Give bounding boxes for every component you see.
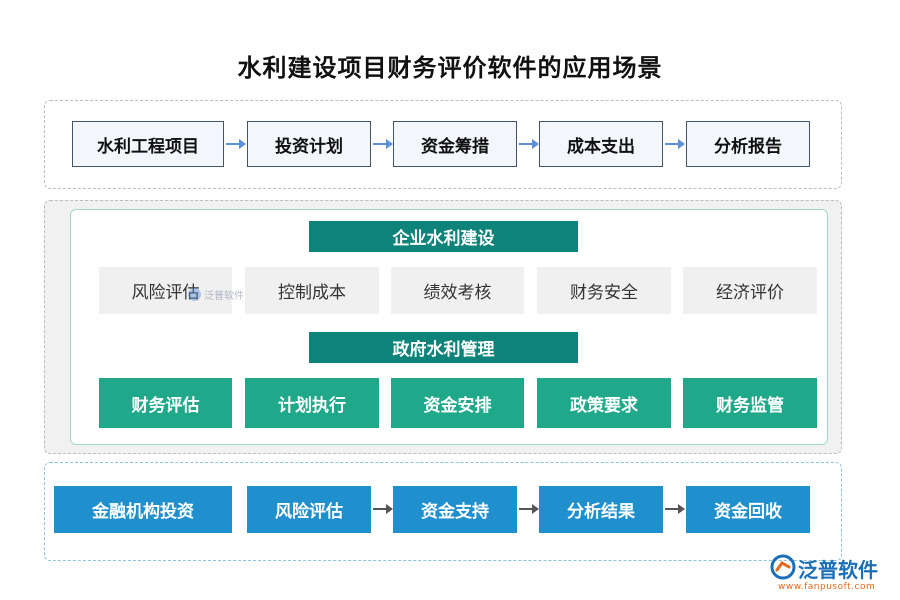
bottom-flow-arrow-1 xyxy=(373,504,393,514)
logo-name: 泛普软件 xyxy=(798,558,878,582)
logo-url: www.fanpusoft.com xyxy=(778,582,876,592)
bottom-flow-step-4: 分析结果 xyxy=(539,486,663,533)
top-flow-step-4: 成本支出 xyxy=(539,121,663,167)
government-item-3: 资金安排 xyxy=(391,378,524,428)
watermark-logo-icon xyxy=(188,288,201,301)
government-item-1: 财务评估 xyxy=(99,378,232,428)
bottom-flow-step-5: 资金回收 xyxy=(686,486,810,533)
bottom-flow-arrow-3 xyxy=(665,504,685,514)
top-flow-step-3: 资金筹措 xyxy=(393,121,517,167)
enterprise-item-4: 财务安全 xyxy=(537,267,671,314)
bottom-flow-arrow-2 xyxy=(519,504,539,514)
top-flow-arrow-4 xyxy=(665,139,685,149)
government-heading: 政府水利管理 xyxy=(309,332,578,363)
enterprise-item-3: 绩效考核 xyxy=(391,267,524,314)
watermark-text: 泛普软件 xyxy=(204,291,244,302)
bottom-flow-step-2: 风险评估 xyxy=(247,486,371,533)
watermark: 泛普软件 xyxy=(188,287,244,302)
top-flow-arrow-3 xyxy=(519,139,539,149)
enterprise-item-5: 经济评价 xyxy=(683,267,817,314)
government-item-4: 政策要求 xyxy=(537,378,671,428)
bottom-flow-step-3: 资金支持 xyxy=(393,486,517,533)
government-item-5: 财务监管 xyxy=(683,378,817,428)
top-flow-step-5: 分析报告 xyxy=(686,121,810,167)
top-flow-step-1: 水利工程项目 xyxy=(72,121,224,167)
brand-logo: 泛普软件 www.fanpusoft.com xyxy=(770,552,892,596)
page-title: 水利建设项目财务评价软件的应用场景 xyxy=(237,54,663,82)
top-flow-arrow-1 xyxy=(226,139,246,149)
enterprise-heading: 企业水利建设 xyxy=(309,221,578,252)
enterprise-item-2: 控制成本 xyxy=(245,267,379,314)
top-flow-step-2: 投资计划 xyxy=(247,121,371,167)
bottom-flow-step-1: 金融机构投资 xyxy=(54,486,232,533)
top-flow-arrow-2 xyxy=(373,139,393,149)
fanpu-logo-icon xyxy=(770,554,796,580)
enterprise-item-1: 风险评估 xyxy=(99,267,232,314)
government-item-2: 计划执行 xyxy=(245,378,379,428)
